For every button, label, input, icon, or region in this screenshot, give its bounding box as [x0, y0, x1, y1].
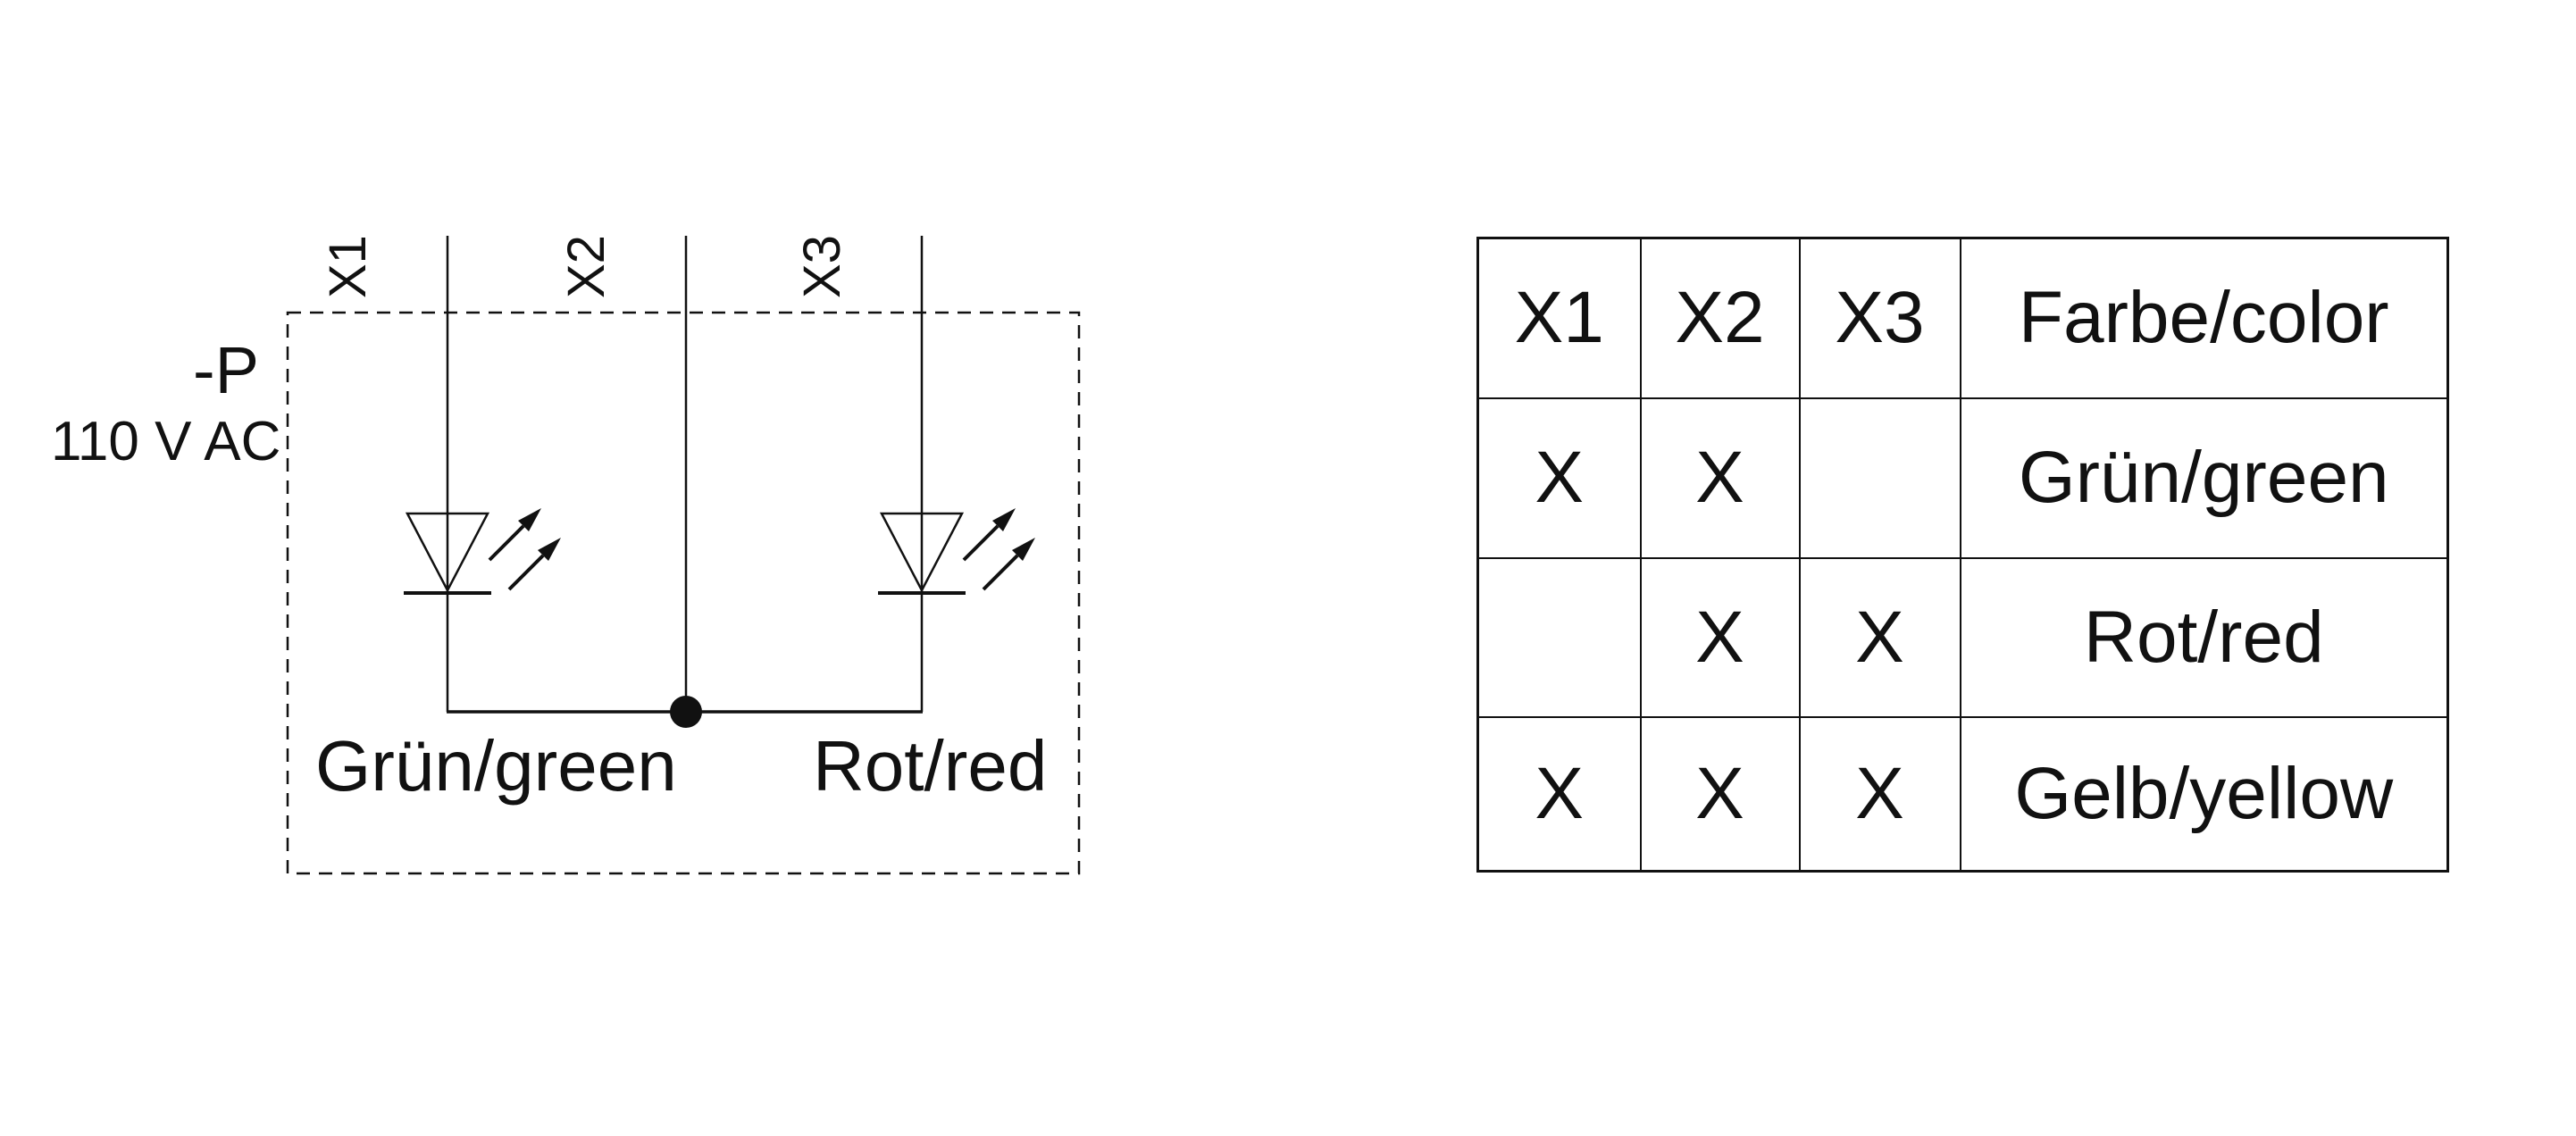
table-cell-x2: X: [1639, 715, 1801, 873]
header-cell-x2: X2: [1639, 237, 1801, 399]
red-led-label: Rot/red: [813, 726, 1048, 806]
header-cell-color: Farbe/color: [1959, 237, 2449, 399]
table-cell-x1: X: [1476, 715, 1642, 873]
led-symbol-green: [404, 508, 561, 595]
terminal-label-x2: X2: [557, 235, 615, 298]
table-cell-x1: [1476, 556, 1642, 718]
green-led-label: Grün/green: [315, 726, 677, 806]
dashed-enclosure-outline: [286, 311, 1081, 875]
device-designator-label: -P: [193, 333, 259, 407]
table-cell-color: Gelb/yellow: [1959, 715, 2449, 873]
voltage-rating-label: 110 V AC: [51, 411, 281, 472]
table-cell-x3: [1798, 397, 1961, 559]
light-emission-arrows-icon: [962, 508, 1035, 591]
junction-dot-icon: [670, 696, 702, 728]
terminal-label-x1: X1: [319, 235, 377, 298]
table-cell-x3: X: [1798, 556, 1961, 718]
table-cell-x2: X: [1639, 556, 1801, 718]
table-cell-x3: X: [1798, 715, 1961, 873]
led-triangle-icon: [405, 512, 490, 593]
table-row-yellow: X X X Gelb/yellow: [1476, 715, 2449, 873]
table-row-green: X X Grün/green: [1476, 397, 2449, 559]
led-symbol-red: [878, 508, 1035, 595]
table-header-row: X1 X2 X3 Farbe/color: [1476, 237, 2449, 399]
header-cell-x3: X3: [1798, 237, 1961, 399]
table-cell-color: Rot/red: [1959, 556, 2449, 718]
table-cell-x1: X: [1476, 397, 1642, 559]
led-triangle-icon: [879, 512, 965, 593]
header-cell-x1: X1: [1476, 237, 1642, 399]
light-emission-arrows-icon: [488, 508, 561, 591]
table-cell-x2: X: [1639, 397, 1801, 559]
terminal-color-table: X1 X2 X3 Farbe/color X X Grün/green X X …: [1476, 237, 2449, 873]
table-row-red: X X Rot/red: [1476, 556, 2449, 718]
table-cell-color: Grün/green: [1959, 397, 2449, 559]
terminal-label-x3: X3: [793, 235, 851, 298]
